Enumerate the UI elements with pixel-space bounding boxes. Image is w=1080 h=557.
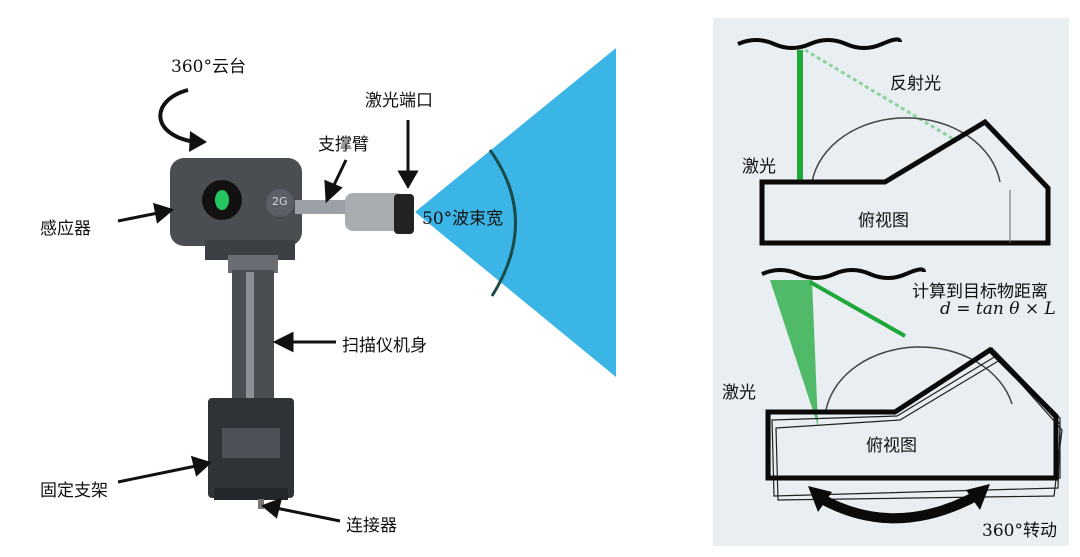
sensor-led — [215, 190, 229, 210]
bracket-cutout — [222, 428, 280, 458]
label-support-arm: 支撑臂 — [318, 135, 369, 155]
column-highlight — [246, 272, 254, 402]
label-beam-width: 50°波束宽 — [422, 209, 504, 229]
label-top-view-bottom: 俯视图 — [866, 436, 917, 456]
label-laser-bottom: 激光 — [722, 383, 756, 403]
label-reflected-light: 反射光 — [890, 74, 941, 94]
laser-head — [345, 193, 403, 231]
label-connector: 连接器 — [346, 516, 397, 536]
object-dome-top — [811, 117, 1001, 183]
callout-arrows — [117, 120, 419, 523]
label-mount-bracket: 固定支架 — [40, 481, 108, 501]
rotation-arrowhead-right — [966, 484, 990, 510]
label-top-view-top: 俯视图 — [858, 211, 909, 231]
object-outline-bottom — [765, 346, 1059, 481]
bracket-base — [214, 488, 288, 500]
badge-knob — [266, 189, 294, 217]
ceiling-wave-bottom — [761, 267, 926, 280]
label-formula: d = tan θ × L — [940, 299, 1056, 319]
object-dome-bottom — [825, 346, 1013, 411]
label-rotation: 360°转动 — [982, 521, 1057, 541]
label-laser-port: 激光端口 — [365, 91, 433, 111]
rotation-arrow-head — [189, 131, 207, 152]
object-outline-top — [759, 118, 1051, 246]
rotation-arrowhead-left — [808, 486, 832, 512]
laser-port-window — [394, 194, 414, 234]
rotation-arrow — [158, 88, 196, 144]
column-collar — [228, 255, 278, 273]
label-compute-distance: 计算到目标物距离 — [912, 282, 1048, 302]
support-arm-bar — [295, 200, 355, 214]
rotation-arrow-bottom — [817, 490, 981, 524]
label-sensor: 感应器 — [40, 219, 91, 239]
ceiling-wave-top — [737, 37, 902, 50]
reflected-light-top — [804, 48, 956, 142]
connector-pin — [258, 499, 264, 509]
label-gimbal: 360°云台 — [171, 57, 246, 77]
label-scanner-body: 扫描仪机身 — [342, 336, 427, 356]
label-laser-top: 激光 — [742, 157, 776, 177]
beam-angle-arc — [488, 149, 517, 297]
device-badge: 2G — [272, 195, 288, 208]
reflected-light-bottom — [809, 280, 906, 338]
laser-fan-bottom — [770, 280, 818, 426]
